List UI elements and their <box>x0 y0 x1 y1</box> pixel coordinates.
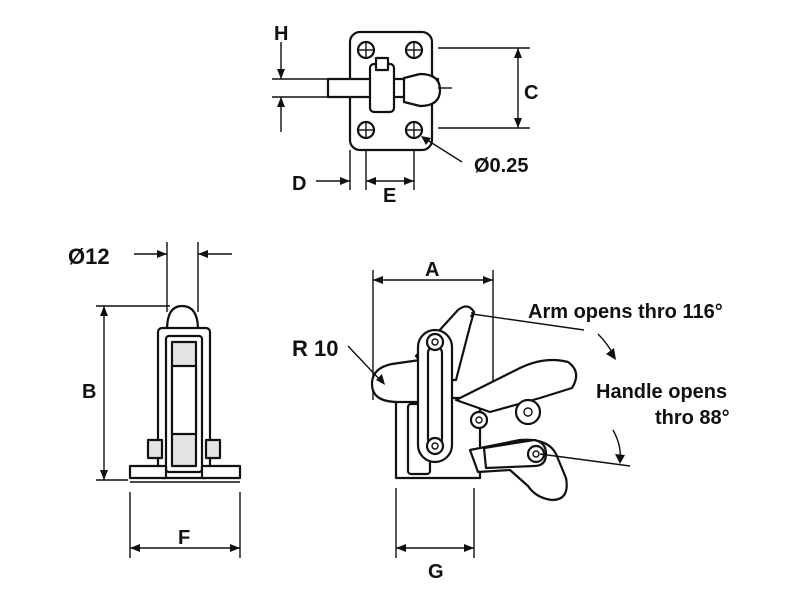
side-view: A <box>292 259 730 583</box>
handle-knob-top <box>402 72 442 108</box>
top-view: H C D E Ø0.25 <box>272 23 538 207</box>
label-C: C <box>524 82 538 104</box>
label-H: H <box>274 23 288 45</box>
label-G: G <box>428 561 444 583</box>
label-handle-opens-line1: Handle opens <box>596 381 727 403</box>
label-R10: R 10 <box>292 336 338 361</box>
bolt-left <box>146 438 164 460</box>
label-B: B <box>82 381 96 403</box>
handle-open-position <box>454 358 578 414</box>
label-E: E <box>383 185 396 207</box>
label-A: A <box>425 259 439 281</box>
label-handle-opens-line2: thro 88° <box>655 407 730 429</box>
radius-nose <box>370 358 422 404</box>
bolt-right <box>204 438 222 460</box>
spindle-tip <box>165 304 200 332</box>
label-arm-opens: Arm opens thro 116° <box>528 301 723 323</box>
toggle-body-top <box>368 62 396 114</box>
label-D: D <box>292 173 306 195</box>
pivot-pin <box>469 410 489 430</box>
label-hole-diameter: Ø0.25 <box>474 155 528 177</box>
mounting-holes <box>356 40 424 140</box>
label-diameter-12: Ø12 <box>68 244 110 269</box>
pivot-pin-top <box>374 56 390 72</box>
label-F: F <box>178 527 190 549</box>
front-view: Ø12 B F <box>68 242 242 558</box>
